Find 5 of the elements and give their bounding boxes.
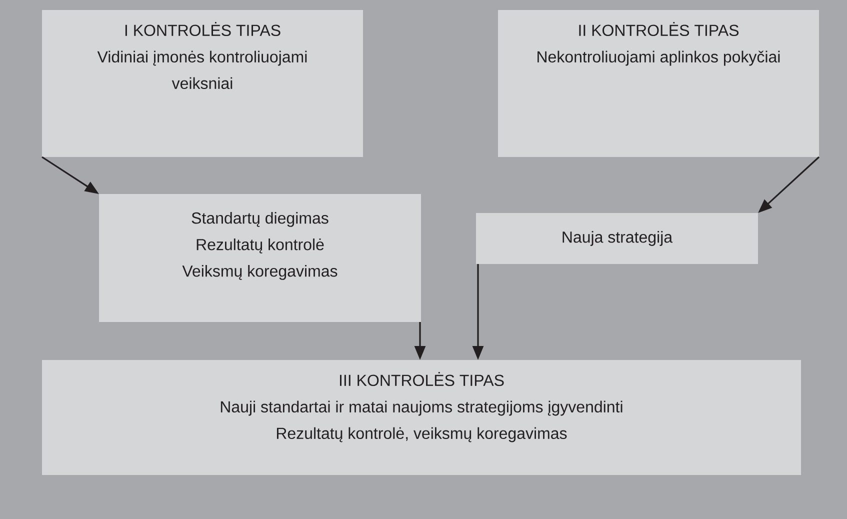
text-box: III KONTROLĖS TIPAS Nauji standartai ir matai naujoms strategijoms įgyvendinti Rezultatų kontrolė, veiksmų koregavimas xyxy=(42,360,801,475)
text-box: Standartų diegimas Rezultatų kontrolė Veiksmų koregavimas xyxy=(99,194,421,322)
text-box: II KONTROLĖS TIPAS Nekontroliuojami aplinkos pokyčiai xyxy=(498,10,819,157)
text-box: Nauja strategija xyxy=(476,213,758,264)
text-box: I KONTROLĖS TIPAS Vidiniai įmonės kontroliuojami veiksniai xyxy=(42,10,363,157)
